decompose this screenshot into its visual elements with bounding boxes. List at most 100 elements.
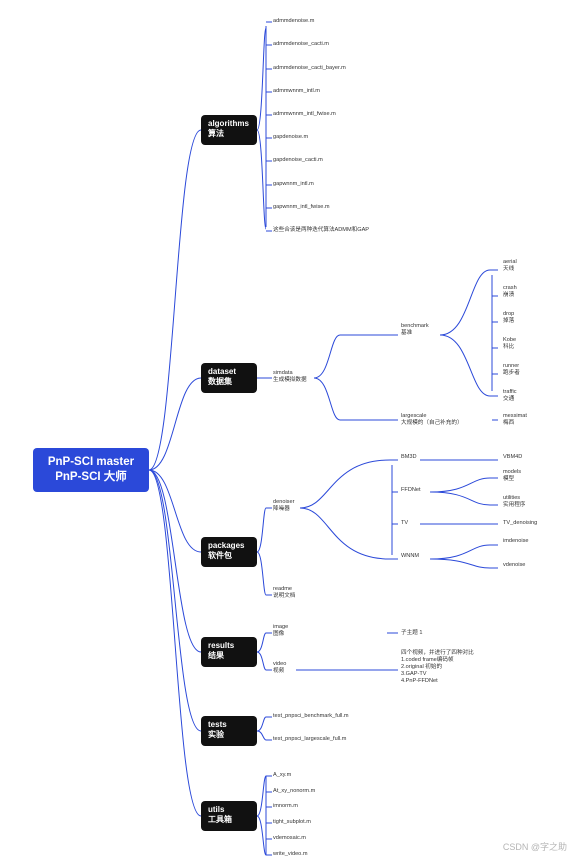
leaf-util[interactable]: vdemosaic.m bbox=[273, 835, 306, 841]
connector bbox=[256, 551, 272, 596]
leaf-bench-item-zh: 跑步者 bbox=[503, 370, 520, 376]
leaf-utilities-en: utilities bbox=[503, 495, 521, 501]
node-utils[interactable]: utils 工具箱 bbox=[201, 801, 257, 831]
video-note-line: 1.coded frame编码帧 bbox=[401, 657, 454, 663]
root-node[interactable]: PnP-SCI master PnP-SCI 大师 bbox=[33, 448, 149, 492]
leaf-denoiser[interactable]: denoiser 降噪器 bbox=[273, 499, 294, 513]
leaf-test[interactable]: test_pnpsci_benchmark_full.m bbox=[273, 713, 349, 719]
leaf-largescale[interactable]: largescale 大规模的（自己补充的） bbox=[401, 413, 463, 427]
leaf-bench-item-zh: 天线 bbox=[503, 266, 515, 272]
leaf-benchmark[interactable]: benchmark 基准 bbox=[401, 323, 429, 337]
leaf-benchmark-zh: 基准 bbox=[401, 330, 413, 336]
connector bbox=[256, 716, 272, 732]
leaf-bench-item[interactable]: crash 崩溃 bbox=[503, 285, 517, 299]
node-packages-sub: 软件包 bbox=[208, 551, 232, 560]
leaf-bench-item[interactable]: traffic 交通 bbox=[503, 389, 517, 403]
connector bbox=[148, 469, 202, 732]
connector bbox=[429, 491, 498, 506]
leaf-algorithm[interactable]: admmdenoise_cacti_bayer.m bbox=[273, 65, 346, 71]
leaf-denoiser-en: denoiser bbox=[273, 499, 295, 505]
leaf-bench-item-en: drop bbox=[503, 311, 515, 317]
leaf-algorithm[interactable]: admmwnnm_intl.m bbox=[273, 88, 320, 94]
leaf-image[interactable]: image 图像 bbox=[273, 624, 288, 638]
node-dataset-sub: 数据集 bbox=[208, 377, 232, 386]
leaf-util[interactable]: A_xy.m bbox=[273, 772, 292, 778]
leaf-bench-item-en: crash bbox=[503, 285, 517, 291]
leaf-algorithm[interactable]: gapdenoise.m bbox=[273, 134, 309, 140]
leaf-test[interactable]: test_pnpsci_largescale_full.m bbox=[273, 736, 347, 742]
connector bbox=[299, 507, 398, 560]
video-note-line: 4.PnP-FFDNet bbox=[401, 678, 438, 684]
connector bbox=[148, 469, 202, 553]
node-algorithms[interactable]: algorithms 算法 bbox=[201, 115, 257, 145]
video-note-line: 3.GAP-TV bbox=[401, 671, 427, 677]
node-dataset-label: dataset bbox=[208, 367, 237, 376]
connector bbox=[256, 507, 272, 553]
node-results[interactable]: results 结果 bbox=[201, 637, 257, 667]
leaf-largescale-zh: 大规模的（自己补充的） bbox=[401, 420, 463, 426]
leaf-algorithm-note[interactable]: 这些合该是两种迭代算法ADMM和GAP bbox=[273, 227, 370, 233]
connector bbox=[148, 469, 202, 817]
leaf-util[interactable]: tight_subplot.m bbox=[273, 819, 311, 825]
connector bbox=[256, 632, 272, 653]
leaf-algorithm[interactable]: gapwnnm_intl_fwise.m bbox=[273, 204, 330, 210]
leaf-large-item-en: messimat bbox=[503, 413, 527, 419]
leaf-simdata[interactable]: simdata 生成模拟数据 bbox=[273, 370, 307, 384]
leaf-bench-item[interactable]: Kobe 科比 bbox=[503, 337, 516, 351]
leaf-algorithm[interactable]: admmwnnm_intl_fwise.m bbox=[273, 111, 336, 117]
leaf-simdata-en: simdata bbox=[273, 370, 293, 376]
root-title-zh: PnP-SCI 大师 bbox=[55, 471, 127, 483]
leaf-large-item[interactable]: messimat 梅西 bbox=[503, 413, 527, 427]
leaf-benchmark-en: benchmark bbox=[401, 323, 429, 329]
leaf-util[interactable]: At_xy_nonorm.m bbox=[273, 788, 316, 794]
leaf-bench-item[interactable]: drop 掉落 bbox=[503, 311, 514, 325]
leaf-util[interactable]: imnorm.m bbox=[273, 803, 298, 809]
video-note-line: 2.original 初始的 bbox=[401, 664, 443, 670]
connector bbox=[256, 775, 267, 817]
leaf-utilities-zh: 实用程序 bbox=[503, 502, 526, 508]
node-tests[interactable]: tests 实验 bbox=[201, 716, 257, 746]
node-packages-label: packages bbox=[208, 541, 245, 550]
leaf-bm3d[interactable]: BM3D bbox=[401, 454, 417, 460]
leaf-video-zh: 视频 bbox=[273, 668, 285, 674]
leaf-models[interactable]: models 模型 bbox=[503, 469, 521, 483]
leaf-tv-denoising[interactable]: TV_denoising bbox=[503, 520, 538, 526]
leaf-wnnm[interactable]: WNNM bbox=[401, 553, 420, 559]
leaf-ffdnet[interactable]: FFDNet bbox=[401, 487, 421, 493]
leaf-bench-item-zh: 崩溃 bbox=[503, 292, 515, 298]
leaf-vdenoise[interactable]: vdenoise bbox=[503, 562, 526, 568]
leaf-image-en: image bbox=[273, 624, 289, 630]
node-utils-sub: 工具箱 bbox=[208, 815, 232, 824]
leaf-algorithm[interactable]: gapdenoise_cacti.m bbox=[273, 157, 323, 163]
connector bbox=[299, 459, 398, 509]
root-title-en: PnP-SCI master bbox=[47, 456, 135, 468]
leaf-video-note[interactable]: 四个视频，并进行了四种对比 1.coded frame编码帧 2.origina… bbox=[401, 650, 474, 685]
leaf-readme[interactable]: readme 说明文档 bbox=[273, 586, 295, 600]
leaf-bench-item-zh: 科比 bbox=[503, 344, 515, 350]
leaf-algorithm[interactable]: gapwnnm_intl.m bbox=[273, 181, 314, 187]
leaf-bench-item-en: runner bbox=[503, 363, 520, 369]
leaf-algorithm[interactable]: admmdenoise.m bbox=[273, 18, 315, 24]
connector bbox=[429, 558, 498, 569]
leaf-image-note[interactable]: 子主题 1 bbox=[401, 630, 423, 636]
node-results-label: results bbox=[208, 641, 235, 650]
leaf-models-zh: 模型 bbox=[503, 476, 515, 482]
node-packages[interactable]: packages 软件包 bbox=[201, 537, 257, 567]
connector bbox=[313, 334, 390, 379]
node-algorithms-sub: 算法 bbox=[208, 129, 224, 138]
leaf-bench-item[interactable]: runner 跑步者 bbox=[503, 363, 520, 377]
watermark: CSDN @字之助 bbox=[502, 842, 567, 852]
leaf-algorithm[interactable]: admmdenoise_cacti.m bbox=[273, 41, 329, 47]
connector bbox=[256, 730, 272, 741]
leaf-utilities[interactable]: utilities 实用程序 bbox=[503, 495, 525, 509]
leaf-imdenoise[interactable]: imdenoise bbox=[503, 538, 529, 544]
leaf-bench-item[interactable]: aerial 天线 bbox=[503, 259, 517, 273]
leaf-video[interactable]: video 视频 bbox=[273, 661, 286, 675]
leaf-tv[interactable]: TV bbox=[401, 520, 409, 526]
leaf-readme-en: readme bbox=[273, 586, 292, 592]
leaf-vbm4d[interactable]: VBM4D bbox=[503, 454, 523, 460]
connector bbox=[148, 469, 202, 653]
node-dataset[interactable]: dataset 数据集 bbox=[201, 363, 257, 393]
leaf-util[interactable]: write_video.m bbox=[273, 851, 308, 857]
